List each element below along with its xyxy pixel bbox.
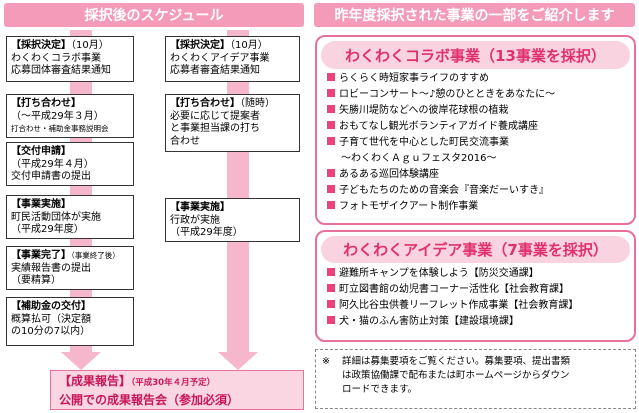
collab-step-application: 【交付申請】 （平成29年４月） 交付申請書の提出	[6, 142, 134, 186]
bullet-icon	[327, 73, 335, 81]
bullet-icon	[327, 89, 335, 97]
collab-panel: わくわくコラボ事業（13事業を採択） らくらく時短家事ライフのすすめ ロビーコン…	[315, 35, 636, 225]
result-report-box: 【成果報告】（平成30年４月予定） 公開での成果報告会（参加必須）	[50, 370, 304, 410]
list-item: 阿久比谷虫供養リーフレット作成事業【社会教育課】	[327, 298, 632, 314]
list-item: ロビーコンサート～♪憩のひとときをあなたに～	[327, 87, 632, 103]
flow-arrowhead-right	[218, 352, 258, 370]
note-line: ロードできます。	[342, 384, 418, 395]
bullet-icon	[327, 284, 335, 292]
bullet-icon	[327, 185, 335, 193]
idea-step-implementation: 【事業実施】 行政が実施 （平成29年度）	[165, 198, 300, 242]
idea-list: 避難所キャンプを体験しよう【防災交通課】 町立図書館の幼児書コーナー活性化【社会…	[327, 266, 632, 330]
collab-step-implementation: 【事業実施】 町民活動団体が実施 （平成29年度）	[6, 195, 134, 239]
collab-step-completion: 【事業完了】（事業終了後） 実績報告書の提出 （要精算）	[6, 246, 134, 290]
list-item: 子育て世代を中心とした町民交流事業	[327, 135, 632, 151]
note-mark: ※	[322, 356, 330, 367]
introduction-header: 昨年度採択された事業の一部をご紹介します	[314, 3, 635, 27]
list-item: 避難所キャンプを体験しよう【防災交通課】	[327, 266, 632, 282]
idea-step-meeting: 【打ち合わせ】（随時） 必要に応じて提案者 と事業担当課の打ち 合わせ	[165, 94, 300, 152]
collab-title: わくわくコラボ事業（13事業を採択）	[321, 41, 630, 69]
list-item: フォトモザイクアート制作事業	[327, 199, 632, 215]
list-item: らくらく時短家事ライフのすすめ	[327, 71, 632, 87]
collab-list: らくらく時短家事ライフのすすめ ロビーコンサート～♪憩のひとときをあなたに～ 矢…	[327, 71, 632, 215]
idea-step-decision: 【採択決定】（10月） わくわくアイデア事業 応募者審査結果通知	[165, 36, 300, 82]
bullet-icon	[327, 268, 335, 276]
bullet-icon	[327, 137, 335, 145]
list-item: 子どもたちのための音楽会『音楽だーいすき』	[327, 183, 632, 199]
bullet-icon	[327, 201, 335, 209]
flow-arrowhead-left	[61, 352, 101, 370]
idea-panel: わくわくアイデア事業（7事業を採択） 避難所キャンプを体験しよう【防災交通課】 …	[315, 230, 636, 342]
collab-step-decision: 【採択決定】（10月） わくわくコラボ事業 応募団体審査結果通知	[6, 36, 134, 82]
bullet-icon	[327, 316, 335, 324]
list-item: おもてなし観光ボランティアガイド養成講座	[327, 119, 632, 135]
bullet-icon	[327, 169, 335, 177]
idea-title: わくわくアイデア事業（7事業を採択）	[321, 236, 630, 263]
collab-step-grant: 【補助金の交付】 概算払可（決定額 の10分の7以内）	[6, 297, 134, 346]
list-item: 町立図書館の幼児書コーナー活性化【社会教育課】	[327, 282, 632, 298]
list-item: 矢勝川堤防などへの彼岸花球根の植栽	[327, 103, 632, 119]
list-item-continued: ～わくわくＡｇｕフェスタ2016～	[341, 153, 497, 164]
bullet-icon	[327, 121, 335, 129]
note-line: 詳細は募集要項をご覧ください。募集要項、提出書類	[342, 356, 571, 367]
schedule-header: 採択後のスケジュール	[4, 3, 304, 27]
bullet-icon	[327, 105, 335, 113]
list-item: あるある巡回体験講座	[327, 167, 632, 183]
list-item: 犬・猫のふん害防止対策【建設環境課】	[327, 314, 632, 330]
collab-step-meeting: 【打ち合わせ】 （～平成29年３月） 打合わせ・補助金事務説明会	[6, 94, 134, 138]
note-box: ※ 詳細は募集要項をご覧ください。募集要項、提出書類 は政策協働課で配布または町…	[315, 349, 636, 409]
note-line: は政策協働課で配布または町ホームページからダウン	[342, 370, 570, 381]
bullet-icon	[327, 300, 335, 308]
